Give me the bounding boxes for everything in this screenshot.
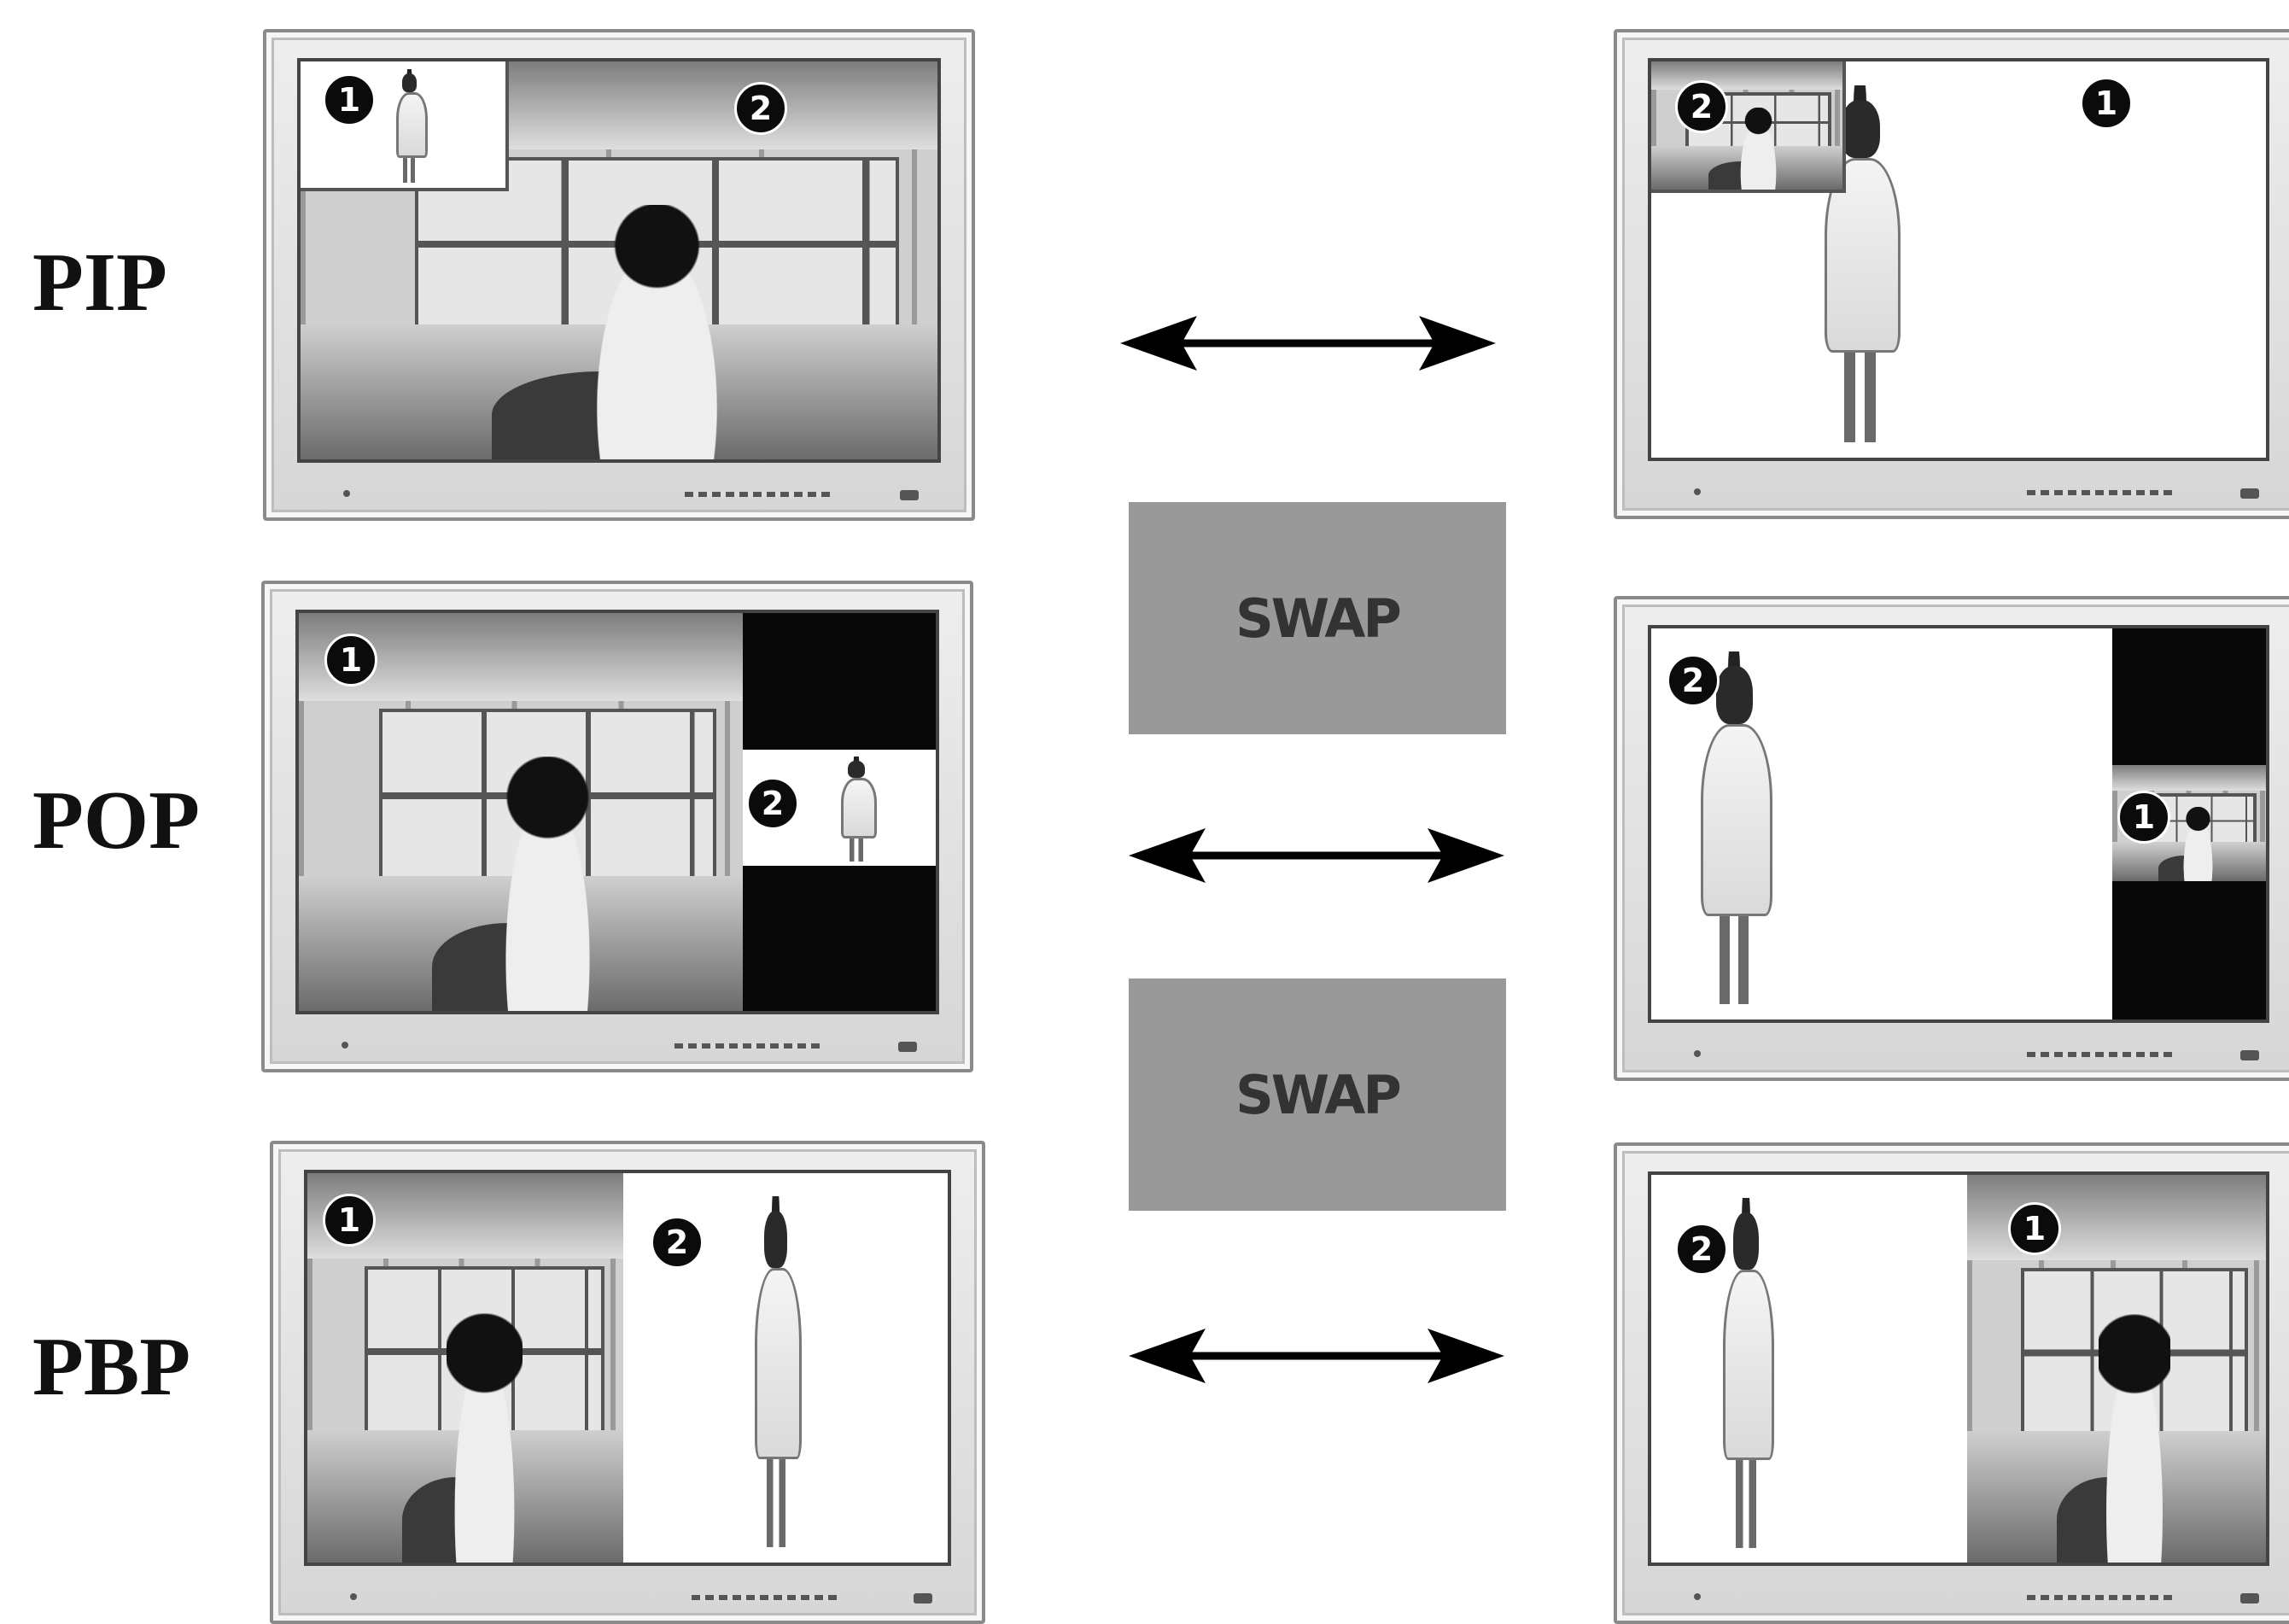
- pop-screen-left: 1 2: [295, 610, 939, 1014]
- number-badge-icon: 1: [324, 634, 377, 686]
- swap-button[interactable]: SWAP: [1129, 502, 1506, 734]
- monitor-bezel: [265, 1019, 970, 1069]
- monitor-bezel: [273, 1571, 982, 1621]
- number-badge-icon: 2: [1675, 80, 1728, 133]
- number-badge-icon: 2: [1675, 1223, 1728, 1276]
- office-scene: [301, 61, 937, 459]
- pbp-screen-left: 1 2: [304, 1170, 951, 1566]
- woman-figure: [835, 757, 879, 864]
- number-badge-icon: 1: [323, 73, 376, 126]
- number-badge-icon: 1: [2008, 1202, 2061, 1255]
- pbp-monitor-right: 2 1: [1614, 1142, 2289, 1624]
- pop-monitor-left: 1 2: [261, 581, 973, 1072]
- number-badge-icon: 1: [323, 1194, 376, 1247]
- double-arrow-icon: [1120, 316, 1496, 371]
- mode-label-pop: POP: [32, 774, 200, 867]
- mode-label-pbp: PBP: [32, 1321, 191, 1413]
- pip-inset-window: [1651, 61, 1846, 193]
- number-badge-icon: 1: [2080, 77, 2133, 130]
- double-arrow-icon: [1129, 1329, 1504, 1383]
- number-badge-icon: 2: [651, 1216, 704, 1269]
- woman-figure: [1688, 651, 1781, 1012]
- swap-button[interactable]: SWAP: [1129, 978, 1506, 1211]
- woman-figure: [746, 1196, 805, 1555]
- woman-scene: [1651, 628, 2112, 1019]
- number-badge-icon: 1: [2117, 791, 2170, 844]
- pip-screen-right: 2 1: [1648, 58, 2269, 461]
- number-badge-icon: 2: [746, 777, 799, 830]
- monitor-bezel: [1617, 466, 2289, 516]
- monitor-bezel: [1617, 1028, 2289, 1078]
- pip-screen-left: 1 2: [297, 58, 941, 463]
- number-badge-icon: 2: [734, 82, 787, 135]
- pbp-monitor-left: 1 2: [270, 1141, 985, 1624]
- office-scene: [307, 1173, 623, 1563]
- pop-monitor-right: 2 1: [1614, 596, 2289, 1081]
- woman-scene: [623, 1173, 948, 1563]
- woman-figure: [390, 68, 428, 186]
- office-scene: [1967, 1175, 2266, 1563]
- pbp-screen-right: 2 1: [1648, 1171, 2269, 1566]
- pip-monitor-right: 2 1: [1614, 29, 2289, 519]
- monitor-bezel: [266, 468, 972, 517]
- number-badge-icon: 2: [1667, 654, 1720, 707]
- pop-screen-right: 2 1: [1648, 625, 2269, 1023]
- pip-monitor-left: 1 2: [263, 29, 975, 521]
- mode-label-pip: PIP: [32, 237, 167, 329]
- office-scene: [299, 613, 743, 1011]
- double-arrow-icon: [1129, 828, 1504, 883]
- monitor-bezel: [1617, 1571, 2289, 1621]
- pip-inset-window: [301, 61, 509, 191]
